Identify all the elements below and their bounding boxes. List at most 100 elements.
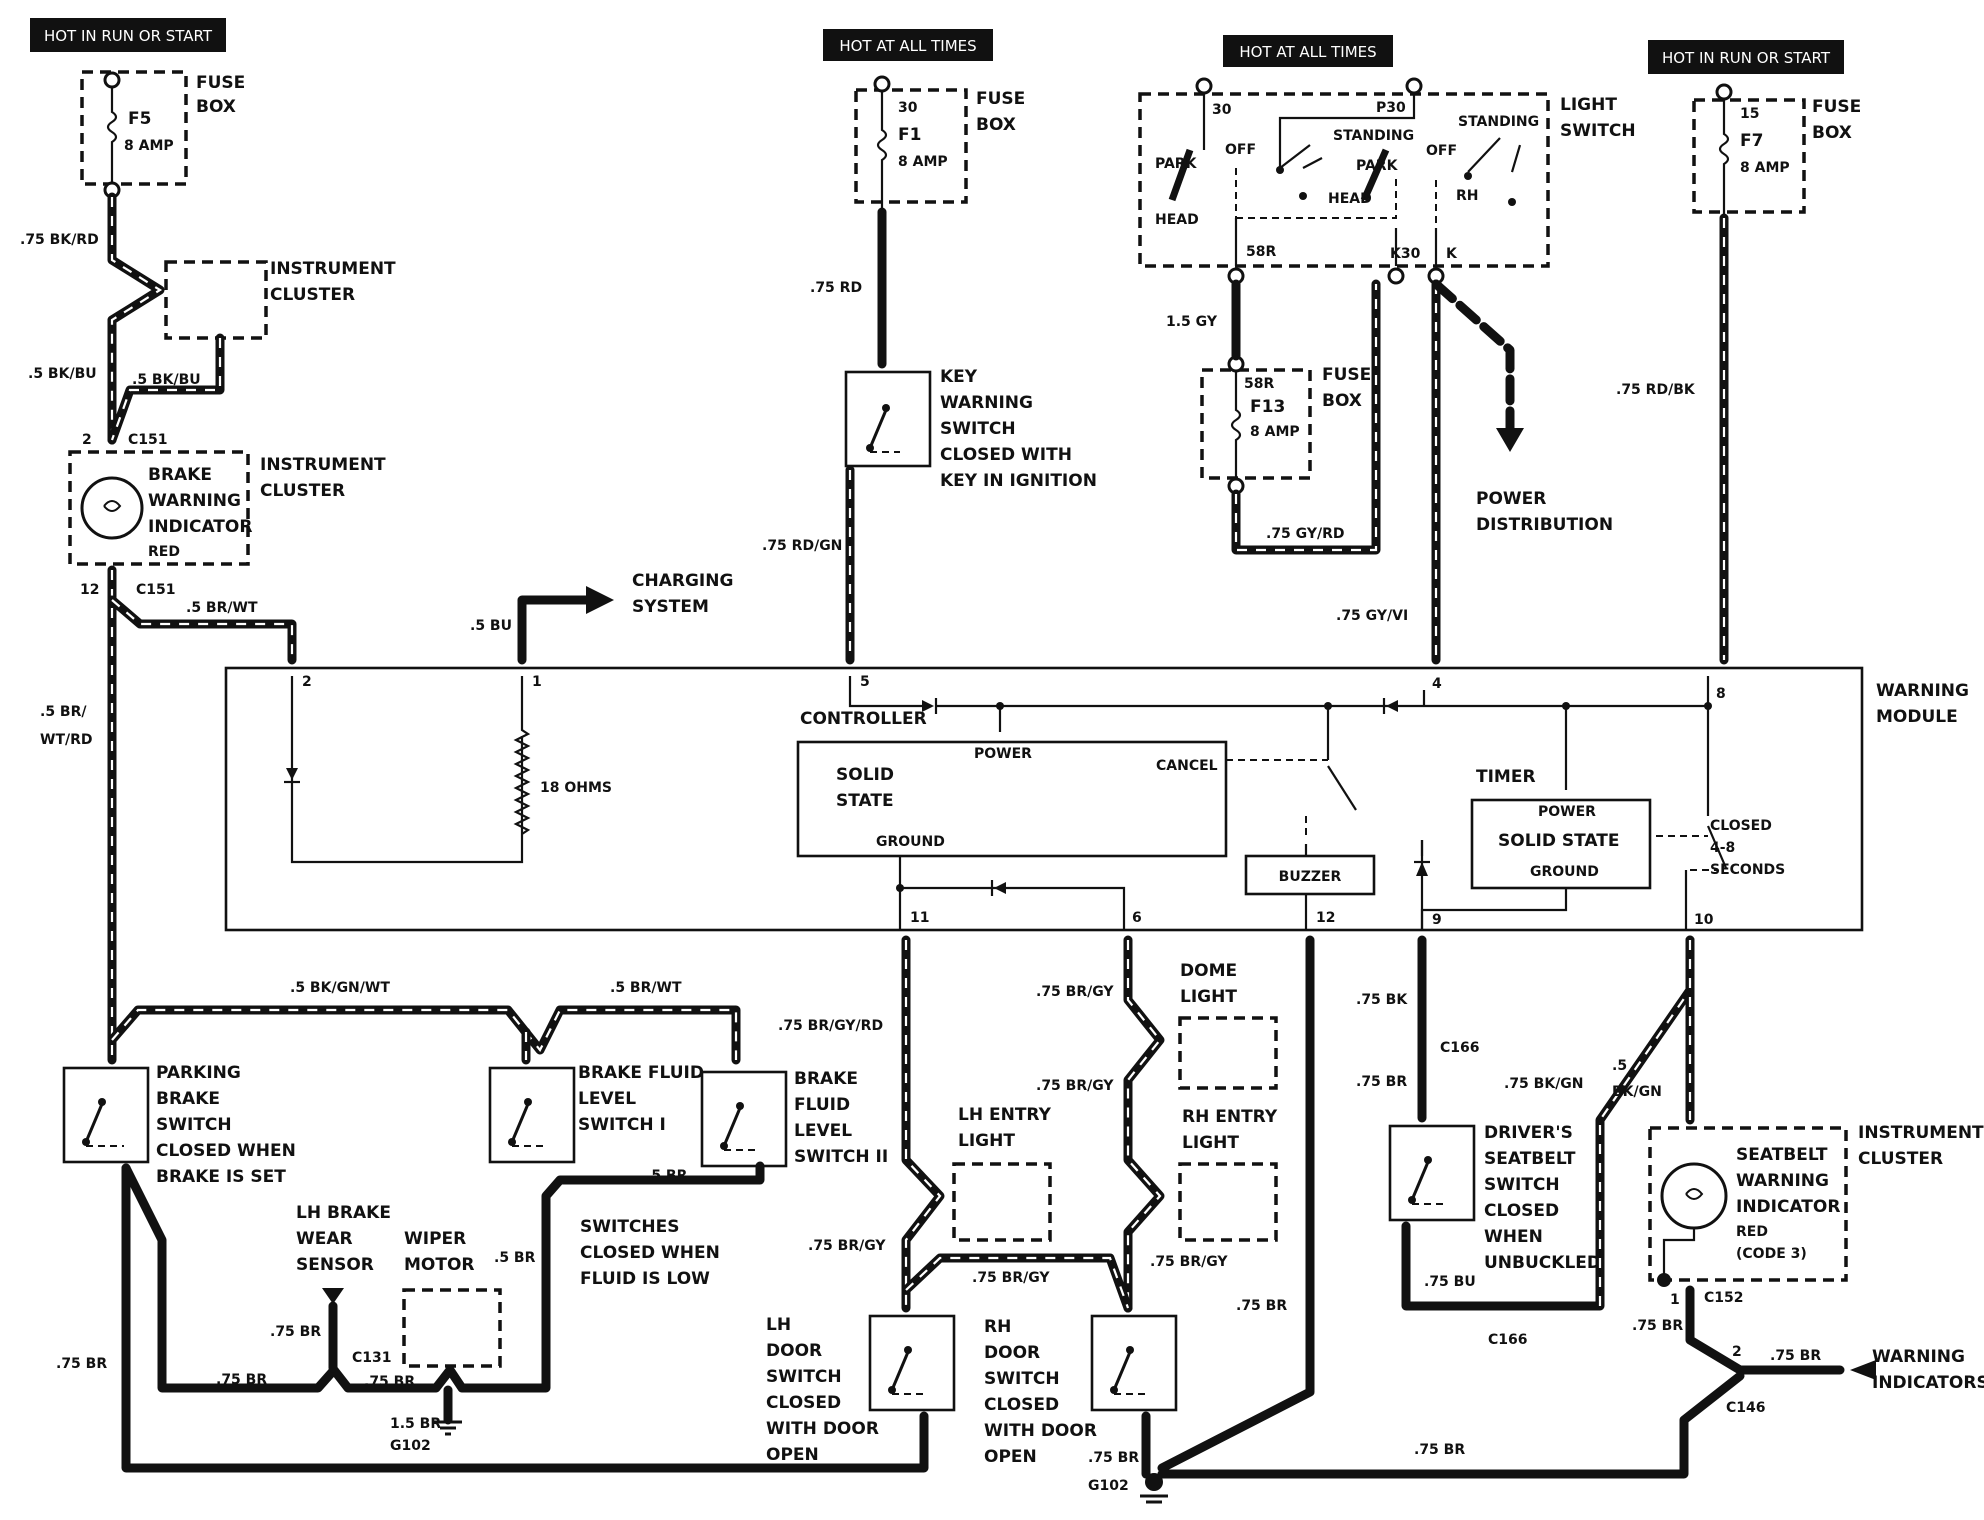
key-warning-switch: KEY WARNING SWITCH CLOSED WITH KEY IN IG…	[844, 367, 1097, 491]
svg-text:.5 BR: .5 BR	[646, 1168, 688, 1184]
svg-text:.5 BR: .5 BR	[494, 1250, 536, 1266]
svg-text:F5: F5	[128, 109, 151, 129]
svg-text:SECONDS: SECONDS	[1710, 862, 1785, 878]
svg-text:WARNING: WARNING	[940, 393, 1033, 413]
svg-text:FUSE: FUSE	[196, 73, 245, 93]
svg-text:.75 BR/GY: .75 BR/GY	[1036, 1078, 1114, 1094]
switches-note: SWITCHES CLOSED WHEN FLUID IS LOW	[580, 1217, 720, 1289]
svg-text:P30: P30	[1376, 100, 1406, 116]
svg-text:F13: F13	[1250, 397, 1285, 417]
svg-text:.75 GY/VI: .75 GY/VI	[1336, 608, 1408, 624]
drivers-seatbelt-switch: DRIVER'S SEATBELT SWITCH CLOSED WHEN UNB…	[1388, 1123, 1601, 1273]
svg-text:8 AMP: 8 AMP	[1250, 424, 1300, 440]
svg-text:PARKING: PARKING	[156, 1063, 241, 1083]
svg-text:RED: RED	[148, 544, 180, 560]
svg-text:.75 RD: .75 RD	[810, 280, 862, 296]
svg-text:8: 8	[1716, 686, 1726, 702]
svg-text:CONTROLLER: CONTROLLER	[800, 709, 927, 729]
svg-text:UNBUCKLED: UNBUCKLED	[1484, 1253, 1601, 1273]
svg-text:G102: G102	[1088, 1478, 1129, 1494]
svg-text:SEATBELT: SEATBELT	[1736, 1145, 1828, 1165]
wire-labels: .75 BK/RD .5 BK/BU .5 BK/BU .5 BR/WT .5 …	[20, 232, 1821, 1466]
svg-text:LH BRAKE: LH BRAKE	[296, 1203, 391, 1223]
svg-text:HEAD: HEAD	[1155, 212, 1199, 228]
svg-text:OFF: OFF	[1225, 142, 1256, 158]
fuse-f1: 30 F1 8 AMP FUSE BOX	[854, 75, 1025, 212]
svg-text:58R: 58R	[1244, 376, 1274, 392]
svg-text:STANDING: STANDING	[1458, 114, 1539, 130]
svg-text:CLUSTER: CLUSTER	[270, 285, 355, 305]
svg-text:POWER: POWER	[1476, 489, 1546, 509]
svg-text:CLOSED: CLOSED	[1484, 1201, 1559, 1221]
svg-text:BOX: BOX	[1322, 391, 1362, 411]
svg-text:SENSOR: SENSOR	[296, 1255, 374, 1275]
charging-system-label: CHARGING SYSTEM	[632, 571, 733, 617]
svg-text:FUSE: FUSE	[1812, 97, 1861, 117]
svg-text:GROUND: GROUND	[1530, 864, 1599, 880]
svg-text:BRAKE: BRAKE	[156, 1089, 220, 1109]
svg-text:15: 15	[1740, 106, 1759, 122]
power-distribution-label: POWER DISTRIBUTION	[1476, 489, 1613, 535]
svg-text:30: 30	[898, 100, 918, 116]
svg-text:.75 RD/GN: .75 RD/GN	[762, 538, 842, 554]
svg-text:.5 BK/BU: .5 BK/BU	[132, 372, 201, 388]
ground-g102-bottom	[1140, 1473, 1168, 1504]
svg-text:.75 BR: .75 BR	[1770, 1348, 1821, 1364]
svg-text:POWER: POWER	[1538, 804, 1596, 820]
svg-text:KEY IN IGNITION: KEY IN IGNITION	[940, 471, 1097, 491]
svg-text:FLUID: FLUID	[794, 1095, 850, 1115]
svg-text:POWER: POWER	[974, 746, 1032, 762]
connector-labels: C151 2 12 C151 C166 C166 C131 1 C152 2 C…	[80, 432, 1766, 1494]
svg-text:DOOR: DOOR	[984, 1343, 1040, 1363]
svg-text:6: 6	[1132, 910, 1142, 926]
svg-text:INSTRUMENT: INSTRUMENT	[1858, 1123, 1984, 1143]
svg-text:.75 BR: .75 BR	[216, 1372, 267, 1388]
rh-entry-light: RH ENTRY LIGHT	[1178, 1107, 1278, 1242]
svg-text:INDICATORS: INDICATORS	[1872, 1373, 1984, 1393]
svg-text:C152: C152	[1704, 1290, 1744, 1306]
svg-text:C151: C151	[128, 432, 168, 448]
svg-text:CLUSTER: CLUSTER	[260, 481, 345, 501]
svg-text:KEY: KEY	[940, 367, 978, 387]
svg-text:HOT AT ALL TIMES: HOT AT ALL TIMES	[1239, 43, 1376, 61]
svg-text:1.5 BR: 1.5 BR	[390, 1416, 441, 1432]
warning-indicators-label: WARNING INDICATORS	[1872, 1347, 1984, 1393]
svg-text:WIPER: WIPER	[404, 1229, 466, 1249]
svg-text:WEAR: WEAR	[296, 1229, 353, 1249]
svg-text:.5 BU: .5 BU	[470, 618, 512, 634]
svg-text:.5 BR/WT: .5 BR/WT	[186, 600, 258, 616]
svg-text:HEAD: HEAD	[1328, 191, 1372, 207]
svg-text:58R: 58R	[1246, 244, 1276, 260]
svg-text:CLOSED: CLOSED	[1710, 818, 1772, 834]
brake-fluid-level-switch-1: BRAKE FLUID LEVEL SWITCH I	[488, 1063, 704, 1164]
svg-text:LH: LH	[766, 1315, 791, 1335]
power-tag-run-start-1: HOT IN RUN OR START	[30, 18, 226, 52]
svg-text:2: 2	[1732, 1344, 1742, 1360]
svg-text:LIGHT: LIGHT	[1180, 987, 1237, 1007]
svg-text:MODULE: MODULE	[1876, 707, 1958, 727]
svg-text:.75 BR: .75 BR	[364, 1374, 415, 1390]
lh-door-switch: LH DOOR SWITCH CLOSED WITH DOOR OPEN	[766, 1314, 956, 1465]
svg-text:LEVEL: LEVEL	[794, 1121, 852, 1141]
svg-text:CLOSED WITH: CLOSED WITH	[940, 445, 1072, 465]
svg-text:.5 BK/GN/WT: .5 BK/GN/WT	[290, 980, 390, 996]
svg-text:LEVEL: LEVEL	[578, 1089, 636, 1109]
svg-text:8 AMP: 8 AMP	[124, 138, 174, 154]
svg-text:PARK: PARK	[1155, 156, 1198, 172]
svg-text:1.5 GY: 1.5 GY	[1166, 314, 1218, 330]
svg-text:BUZZER: BUZZER	[1279, 869, 1342, 885]
svg-text:2: 2	[82, 432, 92, 448]
svg-text:WARNING: WARNING	[1736, 1171, 1829, 1191]
svg-text:CLOSED WHEN: CLOSED WHEN	[156, 1141, 296, 1161]
svg-text:8 AMP: 8 AMP	[1740, 160, 1790, 176]
svg-text:CLOSED: CLOSED	[766, 1393, 841, 1413]
svg-text:F1: F1	[898, 125, 921, 145]
svg-text:.5: .5	[1612, 1058, 1627, 1074]
svg-text:RH: RH	[1456, 188, 1479, 204]
svg-text:CANCEL: CANCEL	[1156, 758, 1218, 774]
svg-text:DRIVER'S: DRIVER'S	[1484, 1123, 1573, 1143]
svg-text:DISTRIBUTION: DISTRIBUTION	[1476, 515, 1613, 535]
svg-text:.75 BR/GY: .75 BR/GY	[1036, 984, 1114, 1000]
svg-text:RH: RH	[984, 1317, 1011, 1337]
svg-text:4: 4	[1432, 676, 1442, 692]
